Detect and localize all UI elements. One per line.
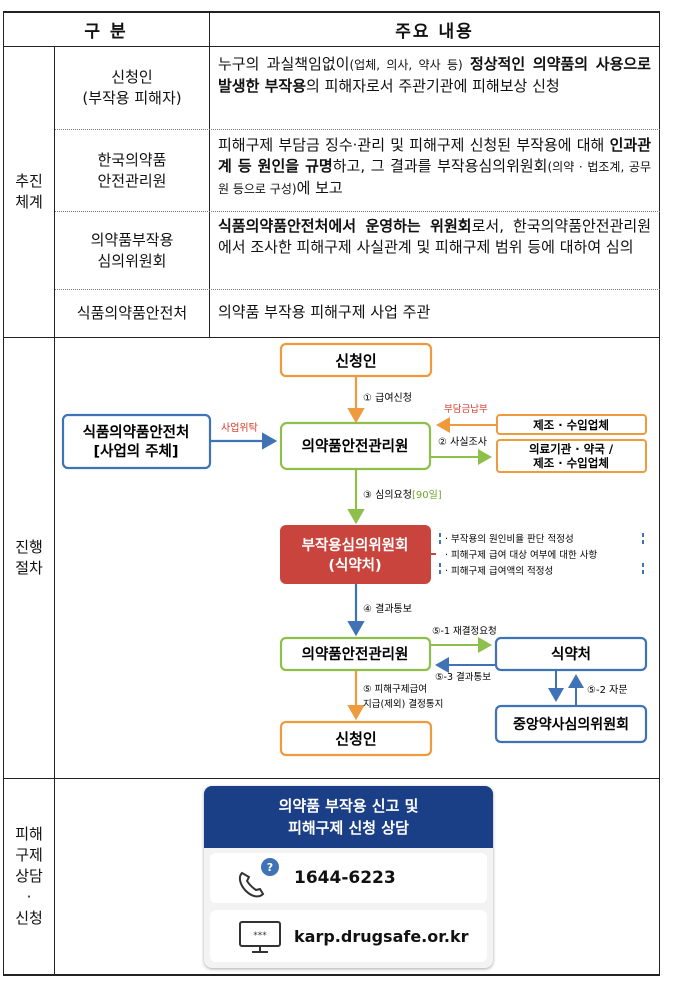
flow-kids: 의약품안전관리원 <box>279 421 432 471</box>
svg-text:· 부작용의 원인비율 판단 적정성: · 부작용의 원인비율 판단 적정성 <box>445 533 574 545</box>
system-bottom-divider <box>3 337 660 338</box>
row-label-applicant: 신청인 (부작용 피해자) <box>82 68 182 107</box>
svg-text:***: *** <box>253 931 267 941</box>
table-left-border <box>3 11 4 974</box>
svg-text:중앙약사심의위원회: 중앙약사심의위원회 <box>513 716 629 733</box>
header-content: 주요 내용 <box>395 21 474 42</box>
contact-card: 의약품 부작용 신고 및 피해구제 신청 상담 ? 1644-6223 *** … <box>204 786 493 968</box>
contact-phone[interactable]: 1644-6223 <box>294 868 396 888</box>
row-content-mfds: 의약품 부작용 피해구제 사업 주관 <box>210 291 659 337</box>
flow-applicant-bottom: 신청인 <box>279 720 433 757</box>
label-step5-2: ⑤-2 자문 <box>587 684 628 696</box>
svg-text:의료기관 · 약국 /제조 · 수입업체: 의료기관 · 약국 /제조 · 수입업체 <box>529 442 614 470</box>
procedure-flowchart: 신청인 ① 급여신청 식품의약품안전처[사업의 주체] 사업위탁 의약품안전관리… <box>61 342 648 757</box>
flow-committee: 부작용심의위원회(식약처) <box>280 525 431 584</box>
section-system: 추진 체계 <box>15 172 43 211</box>
row-label-kids: 한국의약품 안전관리원 <box>97 150 167 190</box>
flow-applicant-top: 신청인 <box>279 342 433 378</box>
svg-text:식약처: 식약처 <box>551 645 591 663</box>
table-bottom-border <box>3 974 660 976</box>
header-divider <box>3 46 660 47</box>
contact-web-row[interactable]: *** karp.drugsafe.or.kr <box>210 910 487 962</box>
body-text: 의약품 부작용 피해구제 사업 주관 <box>218 303 431 321</box>
section-col-divider <box>54 47 55 974</box>
label-step1: ① 급여신청 <box>363 392 412 404</box>
emphasis-text: 인과관계 등 원인을 규명 <box>218 136 651 175</box>
table-right-border <box>659 11 660 974</box>
row-content-kids: 피해구제 부담금 징수·관리 및 피해구제 신청된 부작용에 대해 인과관계 등… <box>210 131 659 211</box>
flow-central-committee: 중앙약사심의위원회 <box>494 704 648 744</box>
label-step2: ② 사실조사 <box>438 436 487 448</box>
review-items: · 부작용의 원인비율 판단 적정성 · 피해구제 급여 대상 여부에 대한 사… <box>439 533 644 577</box>
flow-mfds-box: 식품의약품안전처[사업의 주체] <box>61 413 212 470</box>
svg-text:부작용심의위원회(식약처): 부작용심의위원회(식약처) <box>302 536 409 574</box>
flow-hospital: 의료기관 · 약국 /제조 · 수입업체 <box>496 439 647 473</box>
flow-manufacturer: 제조 · 수입업체 <box>496 414 647 435</box>
svg-text:· 피해구제 급여액의 적정성: · 피해구제 급여액의 적정성 <box>445 565 553 577</box>
label-col-divider <box>209 11 210 337</box>
row-label-committee: 의약품부작용 심의위원회 <box>90 230 174 270</box>
svg-text:제조 · 수입업체: 제조 · 수입업체 <box>533 418 609 432</box>
svg-text:신청인: 신청인 <box>335 730 376 748</box>
flow-kids-2: 의약품안전관리원 <box>279 636 432 672</box>
label-burden: 부담금납부 <box>444 403 488 415</box>
svg-text:식품의약품안전처[사업의 주체]: 식품의약품안전처[사업의 주체] <box>83 423 190 460</box>
row-content-applicant: 누구의 과실책임없이(업체, 의사, 약사 등) 정상적인 의약품의 사용으로 … <box>210 50 659 128</box>
section-consult: 피해 구제 상담 · 신청 <box>15 825 43 927</box>
contact-phone-row[interactable]: ? 1644-6223 <box>210 853 487 903</box>
emphasis-text: 식품의약품안전처에서 운영하는 위원회 <box>218 217 472 235</box>
row-divider-3 <box>55 289 660 290</box>
computer-icon: *** <box>239 921 281 953</box>
contact-title: 의약품 부작용 신고 및 피해구제 신청 상담 <box>204 786 493 848</box>
contact-website[interactable]: karp.drugsafe.or.kr <box>294 926 469 946</box>
header-category: 구 분 <box>84 21 128 42</box>
label-step4: ④ 결과통보 <box>363 603 412 615</box>
label-step5-1: ⑤-1 재결정요청 <box>432 626 497 637</box>
svg-text:· 피해구제 급여 대상 여부에 대한 사항: · 피해구제 급여 대상 여부에 대한 사항 <box>445 549 597 561</box>
row-divider-2 <box>55 211 660 212</box>
body-text: 피해구제 부담금 징수·관리 및 피해구제 신청된 부작용에 대해 <box>218 136 610 154</box>
phone-icon: ? <box>238 858 279 898</box>
emphasis-text: 정상적인 의약품의 사용으로 발생한 부작용 <box>218 55 651 95</box>
note-text: (업체, 의사, 약사 등) <box>349 58 463 72</box>
row-label-mfds: 식품의약품안전처 <box>76 304 188 322</box>
procedure-bottom-divider <box>3 778 660 779</box>
section-procedure: 진행 절차 <box>15 538 43 577</box>
row-divider-1 <box>55 129 660 130</box>
body-text: 의 피해자로서 주관기관에 피해보상 신청 <box>306 77 560 95</box>
svg-text:의약품안전관리원: 의약품안전관리원 <box>302 437 409 455</box>
svg-text:의약품안전관리원: 의약품안전관리원 <box>302 645 409 663</box>
label-entrust: 사업위탁 <box>221 421 258 434</box>
body-text: 누구의 과실책임없이 <box>218 55 350 73</box>
body-text: 에 보고 <box>296 179 343 197</box>
note-text: (의약 · 법조계, 공무원 등으로 구성) <box>218 160 651 196</box>
svg-text:?: ? <box>267 861 273 874</box>
flow-mfds-2: 식약처 <box>494 636 648 672</box>
table-top-border <box>3 11 660 13</box>
svg-text:신청인: 신청인 <box>335 352 376 370</box>
body-text: 로서, 한국의약품안전관리원에서 조사한 피해구제 사실관계 및 피해구제 범위… <box>218 217 652 256</box>
body-text <box>463 55 470 73</box>
body-text: 하고, 그 결과를 부작용심의위원회 <box>332 157 548 175</box>
label-step5-3: ⑤-3 결과통보 <box>435 672 491 683</box>
label-step3: ③ 심의요청[90일] <box>363 489 442 501</box>
row-content-committee: 식품의약품안전처에서 운영하는 위원회로서, 한국의약품안전관리원에서 조사한 … <box>210 213 659 289</box>
